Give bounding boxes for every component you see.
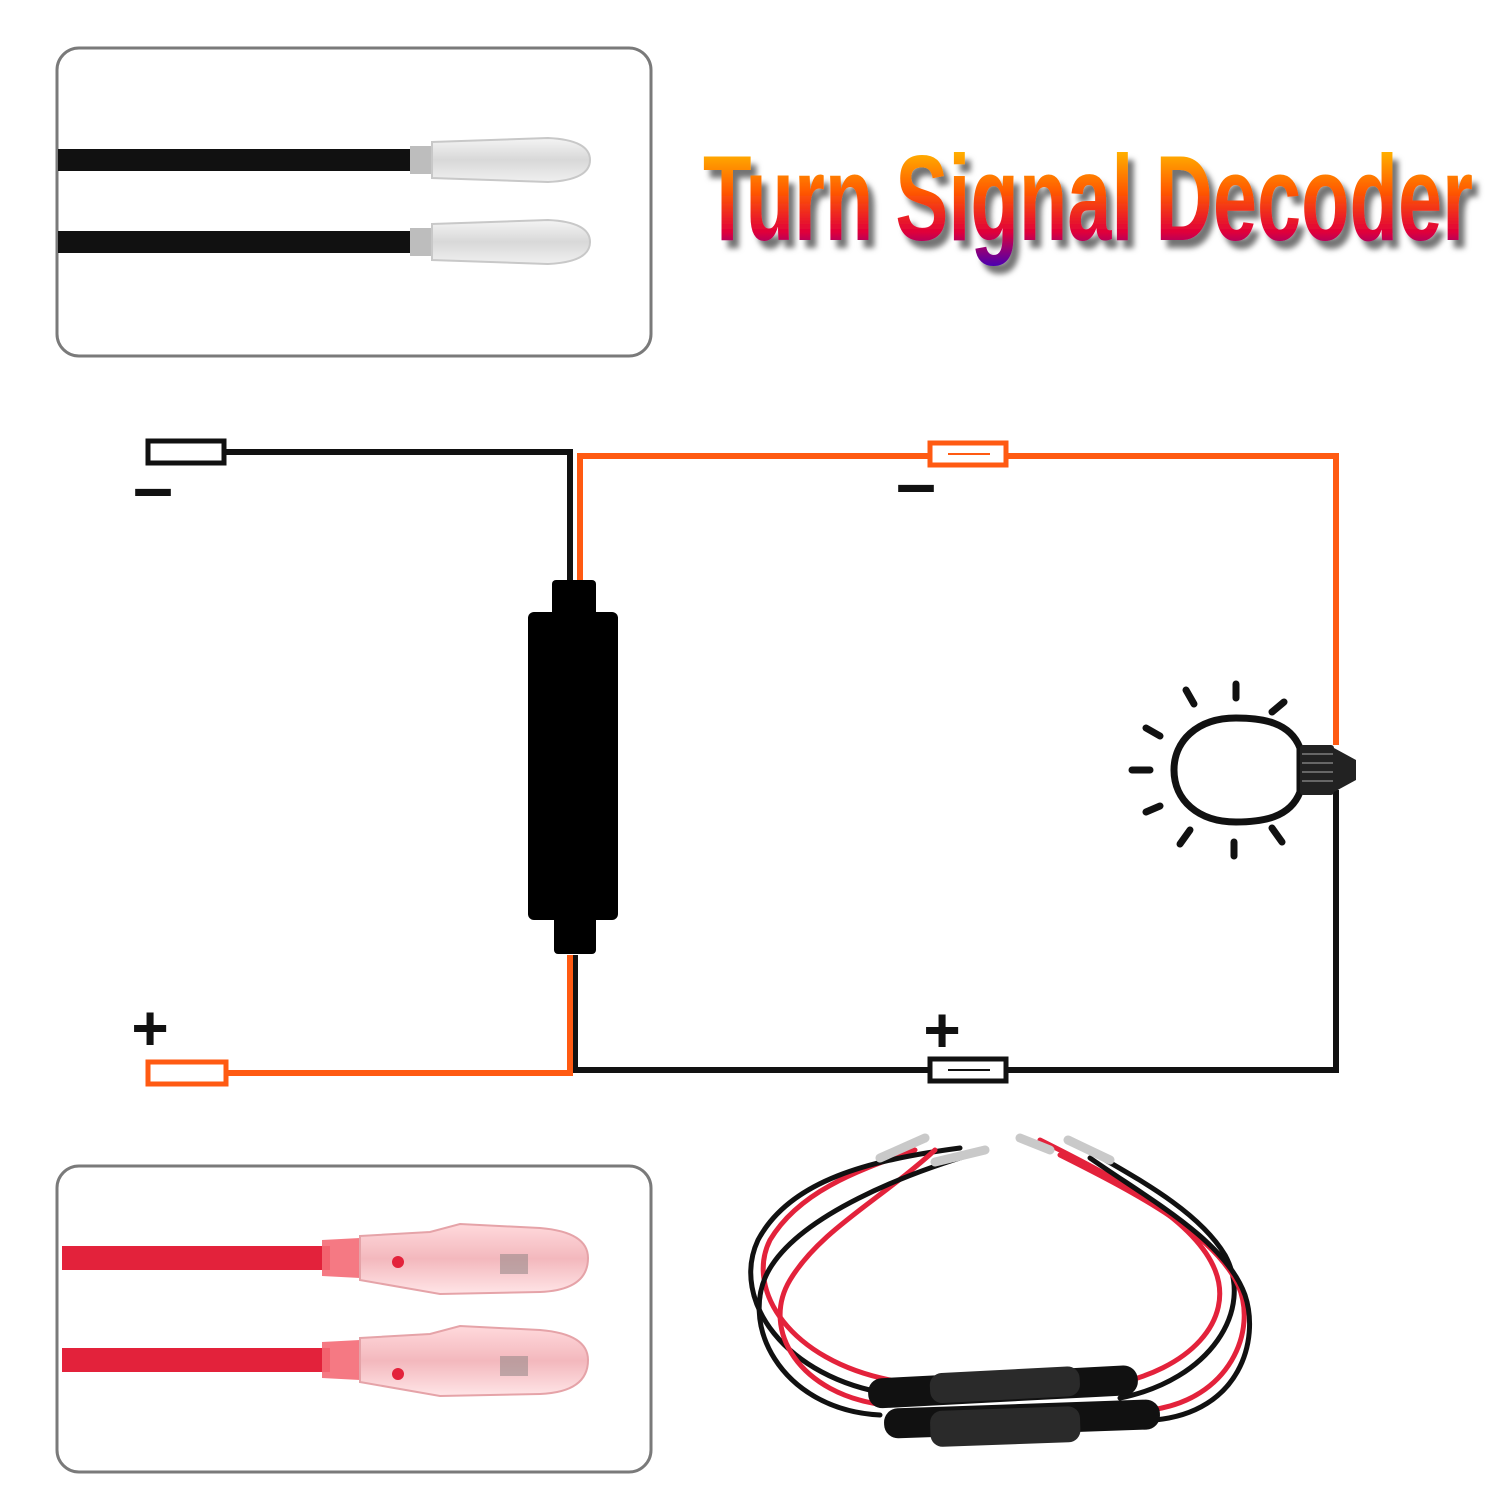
connector-bottom-left [145, 1059, 229, 1087]
wiring-diagram: – – + + [131, 438, 1356, 1087]
label-top-right: – [896, 444, 936, 524]
black-wire-top-left [225, 449, 573, 585]
decoder-module-icon [528, 580, 618, 954]
orange-wire-bottom-left [228, 955, 573, 1076]
black-wire-panel [55, 46, 653, 358]
connector-bottom-right [927, 1056, 1009, 1084]
red-wire-panel [55, 1164, 653, 1474]
decoder-product-photo [748, 1133, 1253, 1447]
orange-wire-top-right [577, 453, 1339, 745]
black-wire-connector-top [58, 136, 592, 184]
light-bulb-icon [1128, 680, 1356, 860]
label-top-left: – [133, 448, 173, 528]
red-wire-connector-top [62, 1222, 590, 1296]
label-bottom-right: + [923, 994, 960, 1066]
connector-top-right [927, 440, 1009, 468]
diagram-title: Turn Signal Decoder [703, 130, 1473, 266]
label-bottom-left: + [131, 992, 168, 1064]
black-wire-connector-bottom [58, 218, 592, 266]
connector-top-left [145, 438, 227, 466]
red-wire-connector-bottom [62, 1324, 590, 1398]
